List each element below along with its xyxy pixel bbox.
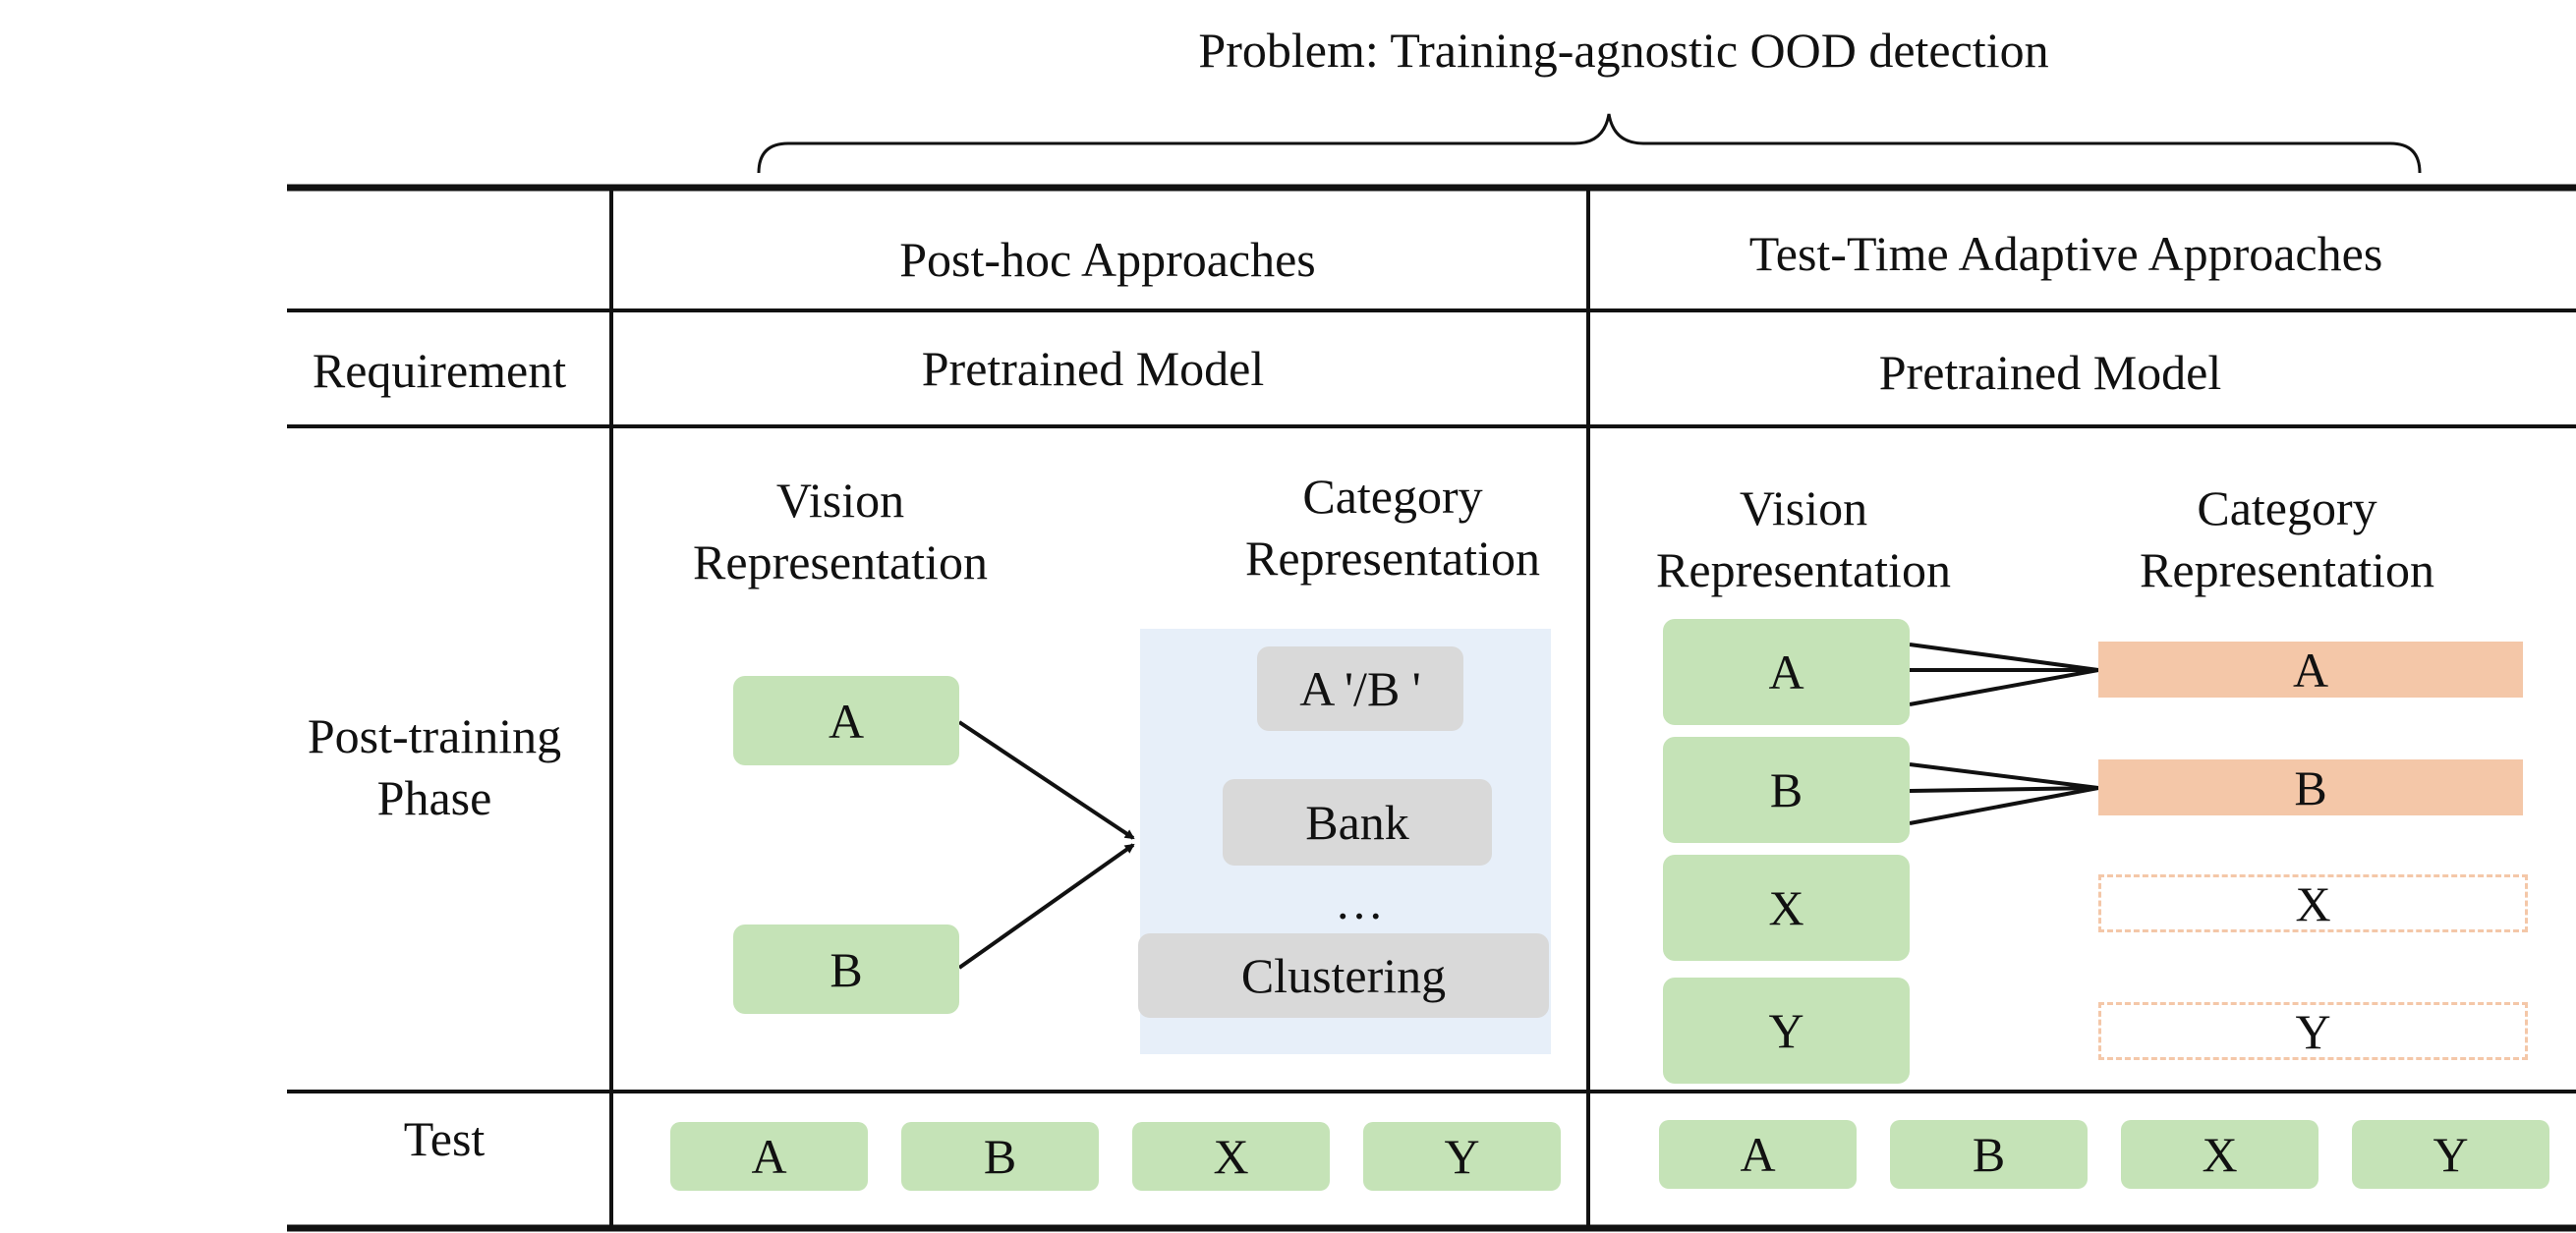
column-header-posthoc: Post-hoc Approaches bbox=[899, 232, 1316, 287]
posthoc-category-header-line1: Category bbox=[1302, 469, 1483, 524]
tta-category-header-line2: Representation bbox=[2140, 541, 2434, 597]
tta-category-header-line1: Category bbox=[2197, 480, 2377, 535]
category-item-ellipsis: … bbox=[1335, 874, 1384, 929]
test-posthoc-b: B bbox=[901, 1122, 1099, 1191]
arrow-a-to-bank bbox=[957, 720, 1135, 840]
tta-category-item-a: A bbox=[2098, 642, 2523, 698]
requirement-posthoc: Pretrained Model bbox=[921, 341, 1265, 396]
diagram-title: Problem: Training-agnostic OOD detection bbox=[1198, 23, 2049, 78]
test-posthoc-a: A bbox=[670, 1122, 868, 1191]
category-item-a-b-prime: A '/B ' bbox=[1257, 646, 1463, 731]
tta-vision-item-y: Y bbox=[1663, 978, 1910, 1084]
requirement-tta: Pretrained Model bbox=[1878, 345, 2222, 400]
fan-line-b1 bbox=[1909, 762, 2099, 790]
test-tta-x: X bbox=[2121, 1120, 2318, 1189]
tta-category-item-y: Y bbox=[2098, 1002, 2528, 1060]
row-header-post-training-line1: Post-training bbox=[307, 708, 562, 763]
posthoc-vision-header-line1: Vision bbox=[775, 473, 905, 528]
tta-category-item-b: B bbox=[2098, 759, 2523, 815]
tta-vision-item-a: A bbox=[1663, 619, 1910, 725]
posthoc-vision-header-line2: Representation bbox=[693, 533, 988, 589]
posthoc-category-header-line2: Representation bbox=[1245, 530, 1540, 586]
test-posthoc-y: Y bbox=[1363, 1122, 1561, 1191]
row-header-requirement: Requirement bbox=[312, 343, 567, 398]
category-item-clustering: Clustering bbox=[1138, 933, 1549, 1018]
tta-vision-header-line2: Representation bbox=[1656, 541, 1951, 597]
row-header-test: Test bbox=[403, 1111, 486, 1166]
tta-vision-item-b: B bbox=[1663, 737, 1910, 843]
fan-line-a3 bbox=[1909, 668, 2099, 706]
test-tta-a: A bbox=[1659, 1120, 1857, 1189]
posthoc-vision-item-a: A bbox=[733, 676, 959, 765]
category-item-bank: Bank bbox=[1223, 779, 1492, 866]
test-posthoc-x: X bbox=[1132, 1122, 1330, 1191]
fan-line-a1 bbox=[1909, 643, 2099, 672]
title-brace bbox=[757, 113, 2422, 174]
test-tta-y: Y bbox=[2352, 1120, 2549, 1189]
arrow-b-to-bank bbox=[957, 843, 1135, 970]
tta-category-header: Category Representation bbox=[2120, 477, 2454, 600]
tta-vision-header-line1: Vision bbox=[1739, 480, 1868, 535]
fan-line-b3 bbox=[1909, 786, 2099, 825]
posthoc-category-header: Category Representation bbox=[1226, 466, 1560, 588]
tta-vision-item-x: X bbox=[1663, 855, 1910, 961]
row-header-post-training: Post-training Phase bbox=[287, 705, 582, 828]
column-header-tta: Test-Time Adaptive Approaches bbox=[1748, 226, 2383, 281]
tta-vision-header: Vision Representation bbox=[1636, 477, 1971, 600]
row-header-post-training-line2: Phase bbox=[376, 769, 492, 825]
fan-line-b2 bbox=[1909, 786, 2099, 793]
tta-category-item-x: X bbox=[2098, 874, 2528, 932]
posthoc-vision-item-b: B bbox=[733, 925, 959, 1014]
posthoc-vision-header: Vision Representation bbox=[673, 470, 1007, 592]
test-tta-b: B bbox=[1890, 1120, 2088, 1189]
